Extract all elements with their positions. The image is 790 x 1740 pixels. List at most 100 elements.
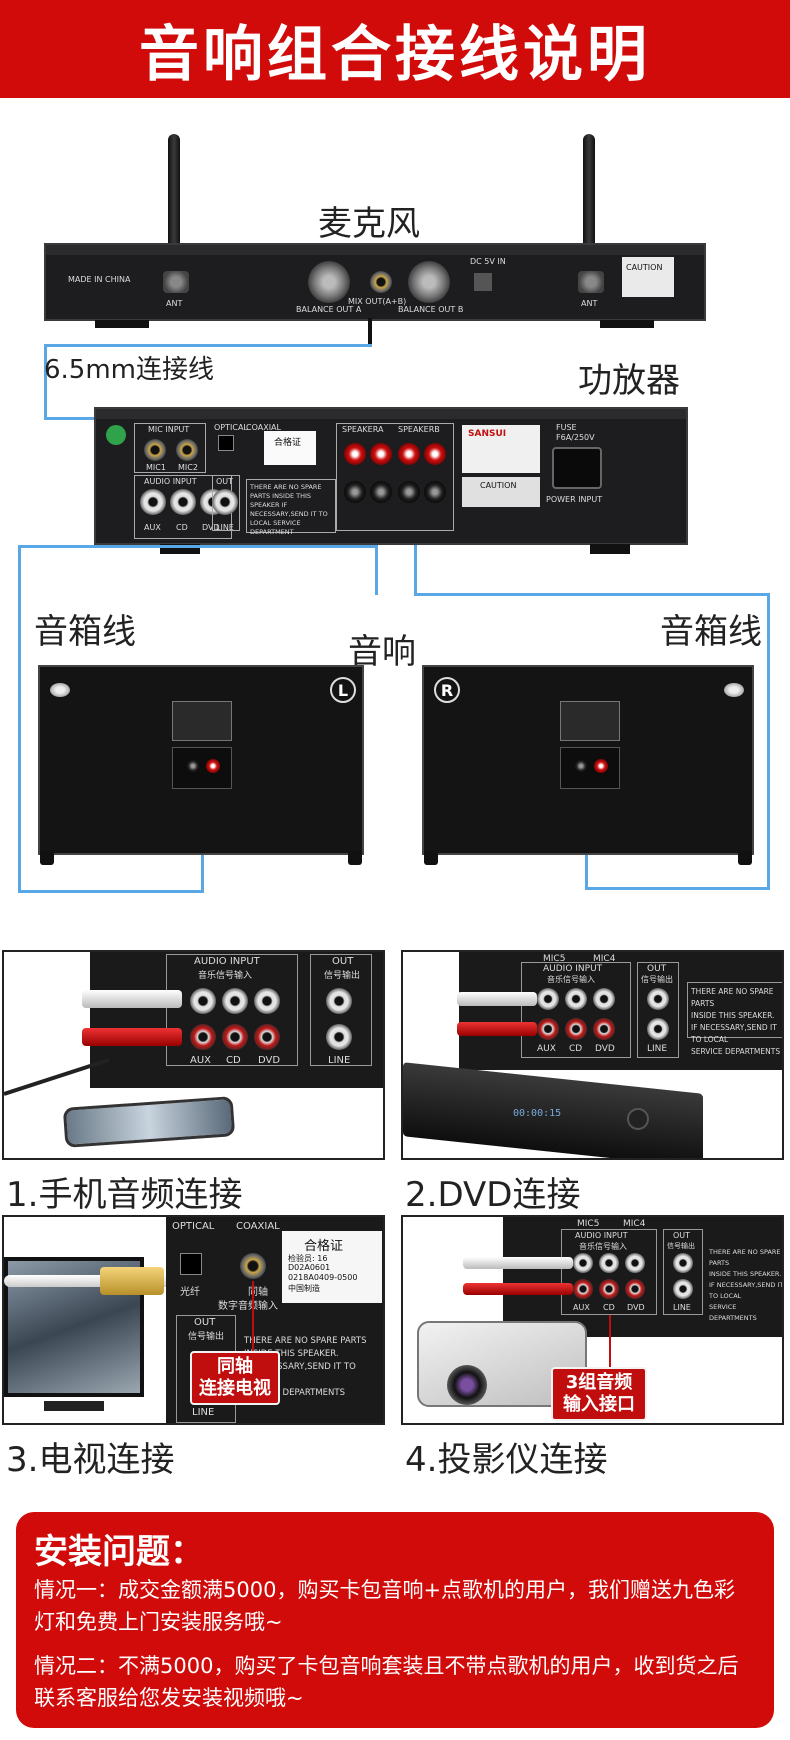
photo2-audio-input-cn: 音乐信号输入	[547, 975, 595, 984]
photo4-mic4-label: MIC4	[623, 1219, 646, 1229]
photo4-cd-label: CD	[603, 1303, 615, 1312]
photo1-dvd-red[interactable]	[254, 1024, 280, 1050]
right-speaker-positive-post[interactable]	[594, 759, 608, 773]
photo3-warning-line-3: SERVICE DEPARTMENTS	[244, 1388, 345, 1398]
photo2-warning-line-0: THERE ARE NO SPARE PARTS	[691, 987, 774, 1008]
coaxial-callout: 同轴 连接电视	[190, 1351, 280, 1405]
speaker-a-right-positive[interactable]	[370, 443, 392, 465]
photo4-line-white[interactable]	[673, 1253, 693, 1273]
photo3-optical-label: OPTICAL	[172, 1221, 215, 1232]
photo2-line-white[interactable]	[647, 988, 669, 1010]
dvd-knob	[627, 1108, 649, 1130]
photo2-warning-line-1: INSIDE THIS SPEAKER.	[691, 1011, 775, 1020]
photo3-coaxial-port[interactable]	[240, 1253, 266, 1279]
photo2-cd-white[interactable]	[565, 988, 587, 1010]
amplifier-top-strip	[96, 409, 686, 419]
photo1-cd-label: CD	[226, 1055, 241, 1066]
speaker-b-label: SPEAKERB	[398, 425, 440, 434]
speaker-b-left-negative[interactable]	[398, 481, 420, 503]
speaker-b-left-positive[interactable]	[398, 443, 420, 465]
right-speaker-mark: R	[434, 677, 460, 703]
mic-receiver: ANT ANT MADE IN CHINA BALANCE OUT A MIX …	[44, 243, 706, 321]
photo4-out-label: OUT	[673, 1231, 691, 1240]
speaker-a-left-negative[interactable]	[344, 481, 366, 503]
amplifier: MIC INPUT MIC1 MIC2 AUDIO INPUT AUX CD D…	[94, 407, 688, 545]
photo4-out-box	[663, 1229, 703, 1315]
photo4-aux-white[interactable]	[573, 1253, 593, 1273]
cd-left-rca[interactable]	[170, 489, 196, 515]
line-out-rca[interactable]	[212, 489, 238, 515]
speaker-b-right-positive[interactable]	[424, 443, 446, 465]
left-speaker-foot-left	[40, 851, 54, 865]
photo1-dvd-white[interactable]	[254, 988, 280, 1014]
photo1-cd-red[interactable]	[222, 1024, 248, 1050]
mic2-jack[interactable]	[176, 439, 198, 461]
speaker-a-right-negative[interactable]	[370, 481, 392, 503]
speaker-a-left-positive[interactable]	[344, 443, 366, 465]
balance-out-b-connector[interactable]	[408, 261, 450, 303]
photo1-aux-white[interactable]	[190, 988, 216, 1014]
right-speaker-foot-left	[424, 851, 438, 865]
photo1-line-red[interactable]	[326, 1024, 352, 1050]
left-antenna-base	[163, 271, 189, 293]
right-speaker-cable-side	[767, 593, 770, 890]
photo4-dvd-red[interactable]	[625, 1279, 645, 1299]
photo1-line-white[interactable]	[326, 988, 352, 1014]
left-speaker-negative-post[interactable]	[186, 759, 200, 773]
photo2-white-plug	[457, 992, 537, 1006]
photo2-aux-red[interactable]	[537, 1018, 559, 1040]
photo3-line-label: LINE	[192, 1407, 215, 1418]
amp-out-label: OUT	[216, 477, 234, 486]
photo2-aux-white[interactable]	[537, 988, 559, 1010]
amp-cert-label: 合格证	[274, 438, 302, 448]
photo4-dvd-white[interactable]	[625, 1253, 645, 1273]
dc-in-port[interactable]	[474, 273, 492, 291]
photo2-cd-red[interactable]	[565, 1018, 587, 1040]
left-speaker-positive-post[interactable]	[206, 759, 220, 773]
photo4-line-red[interactable]	[673, 1279, 693, 1299]
amp-aux-label: AUX	[144, 523, 161, 532]
audio-input-callout-line-1: 输入接口	[563, 1394, 635, 1415]
projector-lens	[447, 1365, 487, 1405]
photo2-mic4-label: MIC4	[593, 954, 616, 964]
photo2-audio-input-label: AUDIO INPUT	[543, 964, 603, 974]
photo4-audio-input-label: AUDIO INPUT	[575, 1231, 628, 1240]
mix-out-label: MIX OUT(A+B)	[348, 297, 407, 306]
photo3-cert-line-1: D02A0601	[288, 1263, 331, 1272]
power-input-socket[interactable]	[552, 447, 602, 489]
right-speaker-cable-top	[414, 545, 417, 595]
left-speaker-foot-right	[348, 851, 362, 865]
photo-projector-connection: MIC5 MIC4 AUDIO INPUT 音乐信号输入 AUX CD DVD …	[401, 1215, 784, 1425]
ant-right-label: ANT	[581, 299, 598, 308]
speaker-b-right-negative[interactable]	[424, 481, 446, 503]
photo3-warning-line-1: INSIDE THIS SPEAKER.	[244, 1349, 339, 1359]
right-speaker-negative-post[interactable]	[574, 759, 588, 773]
photo2-dvd-red[interactable]	[593, 1018, 615, 1040]
left-speaker-plate	[172, 701, 232, 741]
photo4-cd-red[interactable]	[599, 1279, 619, 1299]
speaker-terminal-box	[336, 423, 454, 531]
audio-input-callout-pointer	[609, 1315, 611, 1367]
right-speaker-plate	[560, 701, 620, 741]
mic1-jack[interactable]	[144, 439, 166, 461]
amp-coaxial-label: COAXIAL	[246, 423, 281, 432]
photo1-out-cn: 信号输出	[324, 971, 361, 981]
balance-out-a-connector[interactable]	[308, 261, 350, 303]
photo2-line-red[interactable]	[647, 1018, 669, 1040]
photo2-dvd-white[interactable]	[593, 988, 615, 1010]
optical-port[interactable]	[218, 435, 234, 451]
photo4-cd-white[interactable]	[599, 1253, 619, 1273]
photo1-cd-white[interactable]	[222, 988, 248, 1014]
photo1-line-label: LINE	[328, 1055, 351, 1066]
amp-caution-label: CAUTION	[480, 481, 517, 490]
photo4-aux-red[interactable]	[573, 1279, 593, 1299]
mix-out-jack[interactable]	[370, 271, 392, 293]
photo-tv-connection: OPTICAL COAXIAL 光纤 同轴 数字音频输入 合格证 检验员: 16…	[2, 1215, 385, 1425]
receiver-top-strip	[46, 245, 704, 255]
aux-left-rca[interactable]	[140, 489, 166, 515]
amp-optical-label: OPTICAL	[214, 423, 248, 432]
photo2-aux-label: AUX	[537, 1044, 556, 1054]
photo3-optical-port[interactable]	[180, 1253, 202, 1275]
photo1-aux-red[interactable]	[190, 1024, 216, 1050]
photo3-cert-line-0: 检验员: 16	[288, 1254, 328, 1263]
